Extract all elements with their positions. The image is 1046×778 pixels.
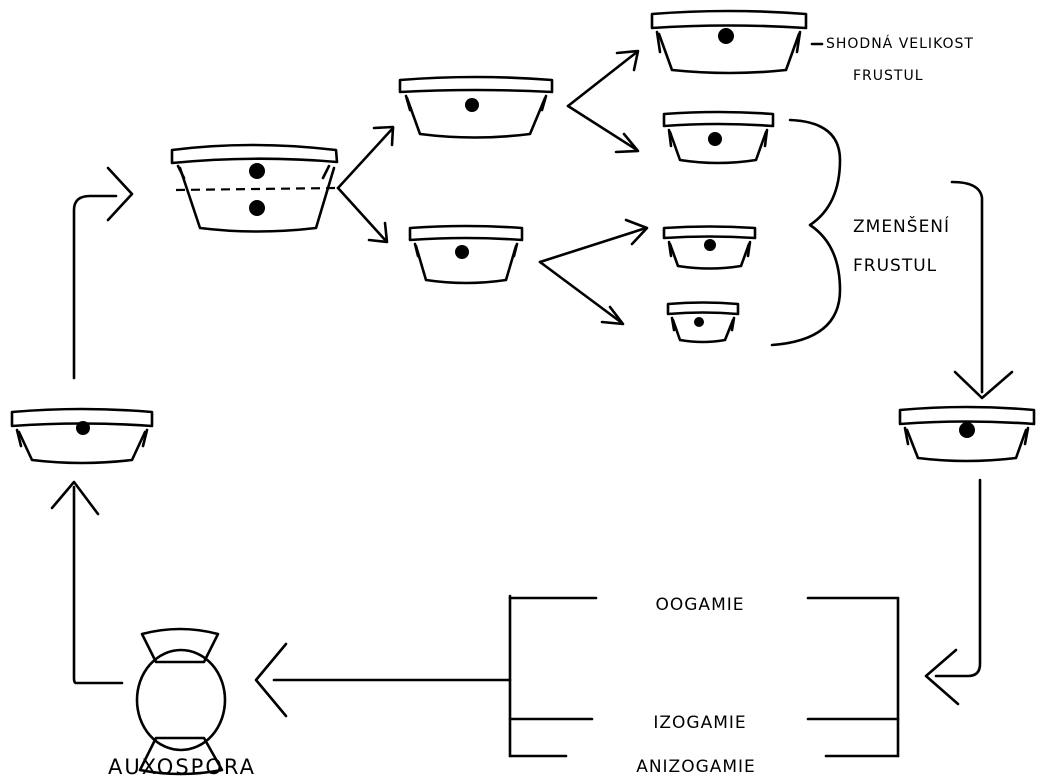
gamety-bracket bbox=[254, 594, 900, 758]
dividing-frustule bbox=[170, 143, 339, 233]
auxospore bbox=[135, 627, 227, 776]
upper-branch-arrows bbox=[566, 49, 640, 154]
reduced-label-line2: FRUSTUL bbox=[853, 256, 937, 276]
daughter-frustule-large bbox=[398, 75, 554, 139]
auxospora-label: AUXOSPORA bbox=[108, 755, 256, 778]
reduced-label-line1: ZMENŠENÍ bbox=[853, 215, 950, 237]
anizogamie-label: ANIZOGAMIE bbox=[636, 757, 756, 777]
frustule-reduced-1 bbox=[662, 110, 775, 165]
frustule-reduced-3 bbox=[666, 301, 740, 344]
division-arrows bbox=[336, 125, 395, 244]
izogamie-label: IZOGAMIE bbox=[653, 713, 746, 733]
daughter-frustule-small bbox=[408, 224, 524, 285]
frustule-right bbox=[898, 405, 1036, 463]
cycle-arrow-left-frustule-to-division bbox=[72, 166, 134, 380]
oogamie-label: OOGAMIE bbox=[656, 595, 745, 615]
cycle-arrow-right-frustule-to-gamety bbox=[924, 478, 982, 706]
lower-branch-arrows bbox=[538, 218, 649, 326]
curly-brace bbox=[770, 118, 842, 347]
frustule-reduced-2 bbox=[662, 225, 757, 270]
cycle-arrow-reduced-to-right-frustule bbox=[950, 180, 1014, 400]
cycle-arrow-auxospore-to-left-frustule bbox=[50, 480, 124, 685]
same-size-label-line1: SHODNÁ VELIKOST bbox=[826, 35, 974, 52]
frustule-left bbox=[10, 407, 154, 465]
same-size-label-line2: FRUSTUL bbox=[853, 68, 924, 84]
frustule-same-size bbox=[650, 9, 808, 75]
